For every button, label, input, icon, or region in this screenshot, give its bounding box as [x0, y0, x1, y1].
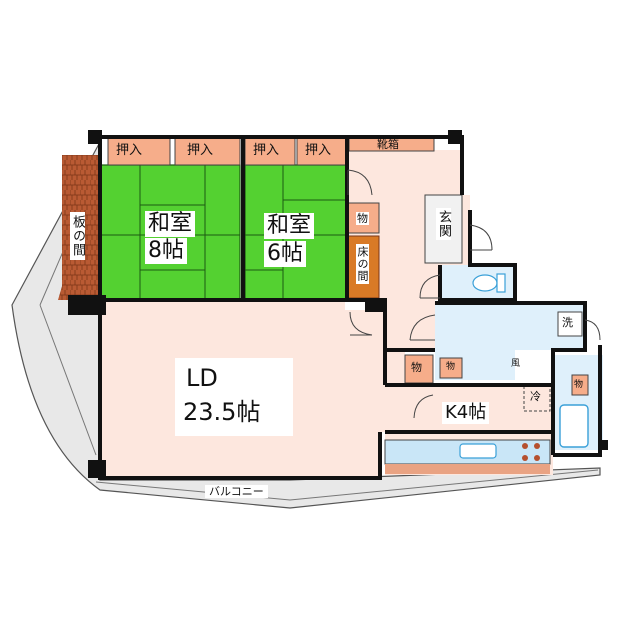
balcony-label: バルコニー: [205, 485, 268, 498]
stove-burner: [534, 443, 540, 449]
furo-tag: 風: [511, 359, 521, 369]
itanoma-label: 板の間: [70, 212, 85, 260]
washitsu6-name: 和室: [264, 213, 315, 239]
kutsubako-label: 靴箱: [377, 138, 399, 151]
stove-burner: [522, 455, 528, 461]
door-swings: [347, 169, 601, 419]
oshiire-label-4: 押入: [305, 143, 332, 158]
ld-size: 23.5帖: [183, 398, 261, 426]
wall-posts: [68, 130, 608, 478]
tokonoma-label: 床の間: [356, 244, 369, 284]
oshiire-2: [174, 136, 241, 166]
rei-label: 冷: [530, 390, 541, 403]
kitchen-sink: [459, 443, 497, 459]
washitsu8-size: 8帖: [145, 238, 187, 264]
mono-label-a: 物: [356, 212, 369, 225]
oshiire-3: [244, 136, 296, 166]
kitchen-label: K4帖: [442, 402, 490, 424]
mono-closet-d: [571, 374, 589, 396]
washitsu6-size: 6帖: [264, 241, 306, 267]
mono-label-c: 物: [446, 362, 456, 372]
oshiire-label-3: 押入: [253, 143, 280, 158]
kitchen-base: [385, 464, 550, 474]
ld-name: LD: [186, 364, 218, 392]
toilet-tank: [496, 273, 506, 293]
bathtub: [559, 404, 589, 448]
sentaku-label: 洗: [562, 316, 573, 329]
fridge-space: [523, 384, 551, 412]
washitsu8-name: 和室: [145, 211, 196, 237]
mono-label-d: 物: [574, 380, 584, 390]
wash-box: [557, 311, 583, 337]
mono-label-b: 物: [411, 361, 422, 374]
oshiire-label-2: 押入: [187, 143, 214, 158]
ld-label-box: [175, 358, 293, 436]
genkan-label: 玄関: [436, 208, 451, 240]
mono-closet-c: [439, 357, 463, 379]
oshiire-label-1: 押入: [116, 143, 143, 158]
stove-burner: [522, 443, 528, 449]
toilet-bowl: [472, 274, 498, 292]
stove-burner: [534, 455, 540, 461]
